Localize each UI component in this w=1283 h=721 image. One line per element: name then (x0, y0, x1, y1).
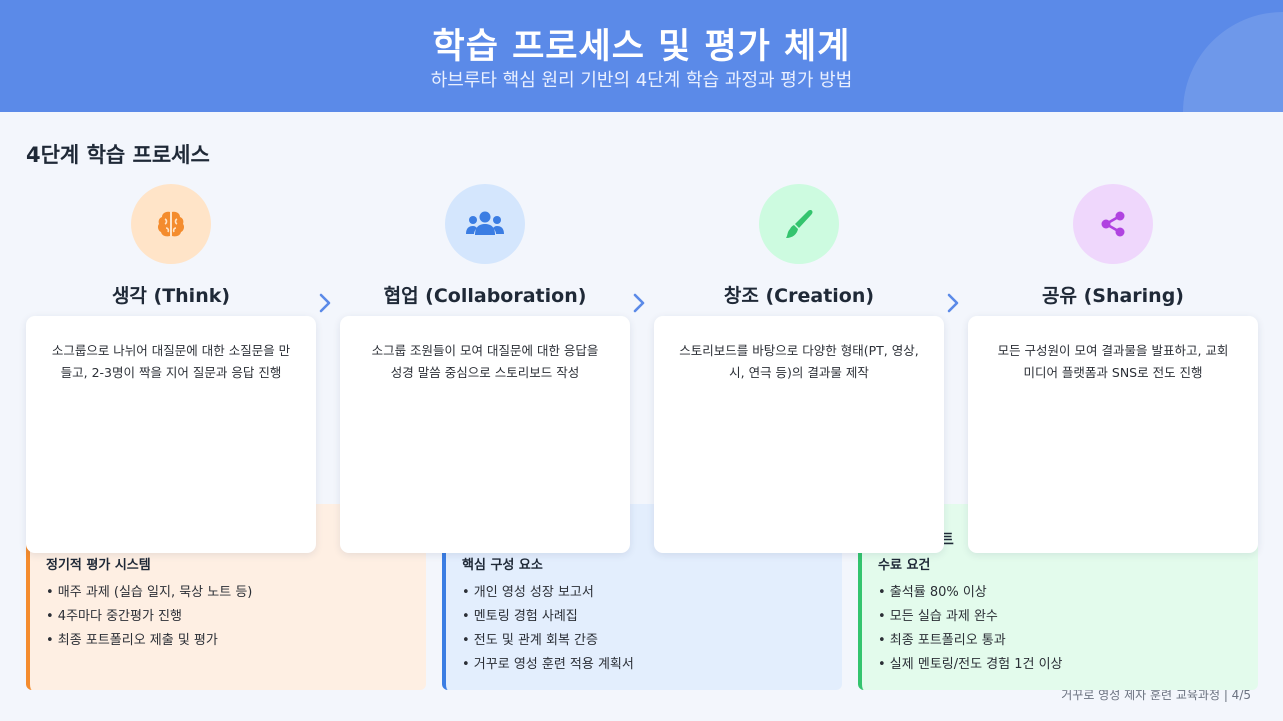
eval-heading: 핵심 구성 요소 (462, 558, 543, 573)
header-banner: 학습 프로세스 및 평가 체계 하브루타 핵심 원리 기반의 4단계 학습 과정… (0, 0, 1283, 112)
list-item: • 전도 및 관계 회복 간증 (462, 633, 598, 648)
list-item: • 개인 영성 성장 보고서 (462, 585, 594, 600)
section-title: 4단계 학습 프로세스 (26, 143, 210, 167)
eval-list: • 개인 영성 성장 보고서 • 멘토링 경험 사례집 • 전도 및 관계 회복… (462, 585, 842, 673)
step-creation-card: 스토리보드를 바탕으로 다양한 형태(PT, 영상, 시, 연극 등)의 결과물… (654, 316, 944, 553)
step-sharing-card: 모든 구성원이 모여 결과물을 발표하고, 교회 미디어 플랫폼과 SNS로 전… (968, 316, 1258, 553)
eval-list: • 매주 과제 (실습 일지, 묵상 노트 등) • 4주마다 중간평가 진행 … (46, 585, 426, 649)
list-item: • 거꾸로 영성 훈련 적용 계획서 (462, 657, 634, 672)
users-icon (466, 211, 504, 235)
list-item: • 최종 포트폴리오 제출 및 평가 (46, 633, 218, 648)
list-item: • 최종 포트폴리오 통과 (878, 633, 1006, 648)
step-sharing-title: 공유 (Sharing) (1042, 285, 1184, 307)
eval-list: • 출석률 80% 이상 • 모든 실습 과제 완수 • 최종 포트폴리오 통과… (878, 585, 1258, 673)
step-think-title: 생각 (Think) (111, 285, 231, 307)
step-creation-title: 창조 (Creation) (723, 285, 875, 307)
paintbrush-icon (786, 210, 813, 238)
page-title: 학습 프로세스 및 평가 체계 (432, 27, 851, 67)
list-item: • 모든 실습 과제 완수 (878, 609, 998, 624)
step-sharing-icon-circle (1073, 184, 1153, 264)
eval-heading: 정기적 평가 시스템 (46, 558, 151, 573)
chevron-right-icon (319, 293, 331, 313)
chevron-right-icon (947, 293, 959, 313)
step-collab-card: 소그룹 조원들이 모여 대질문에 대한 응답을 성경 말씀 중심으로 스토리보드… (340, 316, 630, 553)
step-collab-title: 협업 (Collaboration) (383, 285, 587, 307)
list-item: • 출석률 80% 이상 (878, 585, 987, 600)
brain-icon (157, 211, 185, 237)
list-item: • 4주마다 중간평가 진행 (46, 609, 182, 624)
eval-heading: 수료 요건 (878, 558, 931, 573)
list-item: • 멘토링 경험 사례집 (462, 609, 578, 624)
share-icon (1101, 211, 1125, 237)
list-item: • 매주 과제 (실습 일지, 묵상 노트 등) (46, 585, 253, 600)
chevron-right-icon (633, 293, 645, 313)
step-think-card: 소그룹으로 나뉘어 대질문에 대한 소질문을 만들고, 2-3명이 짝을 지어 … (26, 316, 316, 553)
page-subtitle: 하브루타 핵심 원리 기반의 4단계 학습 과정과 평가 방법 (430, 70, 853, 91)
step-think-icon-circle (131, 184, 211, 264)
step-creation-icon-circle (759, 184, 839, 264)
footer-page-info: 거꾸로 영성 제자 훈련 교육과정 | 4/5 (1061, 688, 1251, 702)
step-collab-icon-circle (445, 184, 525, 264)
list-item: • 실제 멘토링/전도 경험 1건 이상 (878, 657, 1063, 672)
